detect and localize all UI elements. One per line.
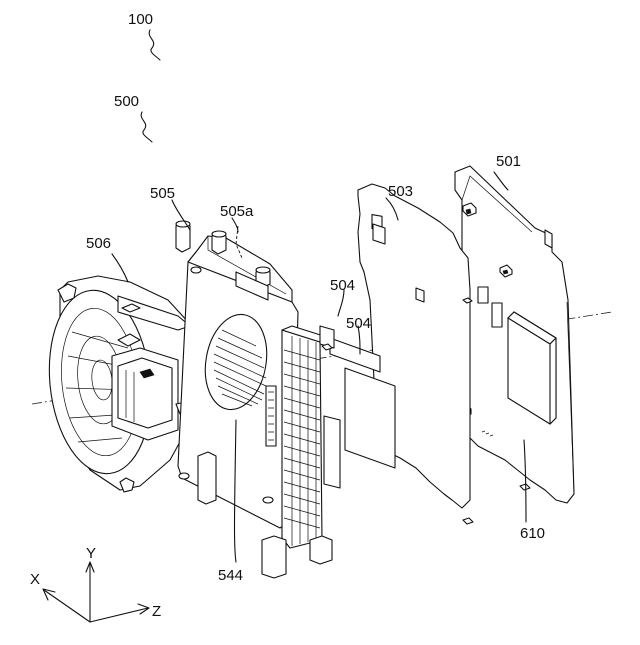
label-505a: 505a xyxy=(220,203,254,220)
coordinate-axes xyxy=(43,562,149,622)
label-500: 500 xyxy=(114,93,139,110)
label-505: 505 xyxy=(150,185,175,202)
label-504-lower: 504 xyxy=(346,315,371,332)
heat-sink-bracket-505 xyxy=(176,221,340,578)
label-610: 610 xyxy=(520,525,545,542)
label-501: 501 xyxy=(496,153,521,170)
x-axis-line xyxy=(44,590,90,622)
label-544: 544 xyxy=(218,567,243,584)
z-axis-line xyxy=(90,608,148,622)
blower-fan-506 xyxy=(41,276,192,492)
thermal-pad-504-lower xyxy=(345,368,395,468)
axis-label-x: X xyxy=(30,571,40,588)
axis-label-y: Y xyxy=(86,545,96,562)
axis-label-z: Z xyxy=(152,603,161,620)
label-100: 100 xyxy=(128,11,153,28)
label-504-upper: 504 xyxy=(330,277,355,294)
label-506: 506 xyxy=(86,235,111,252)
label-503: 503 xyxy=(388,183,413,200)
